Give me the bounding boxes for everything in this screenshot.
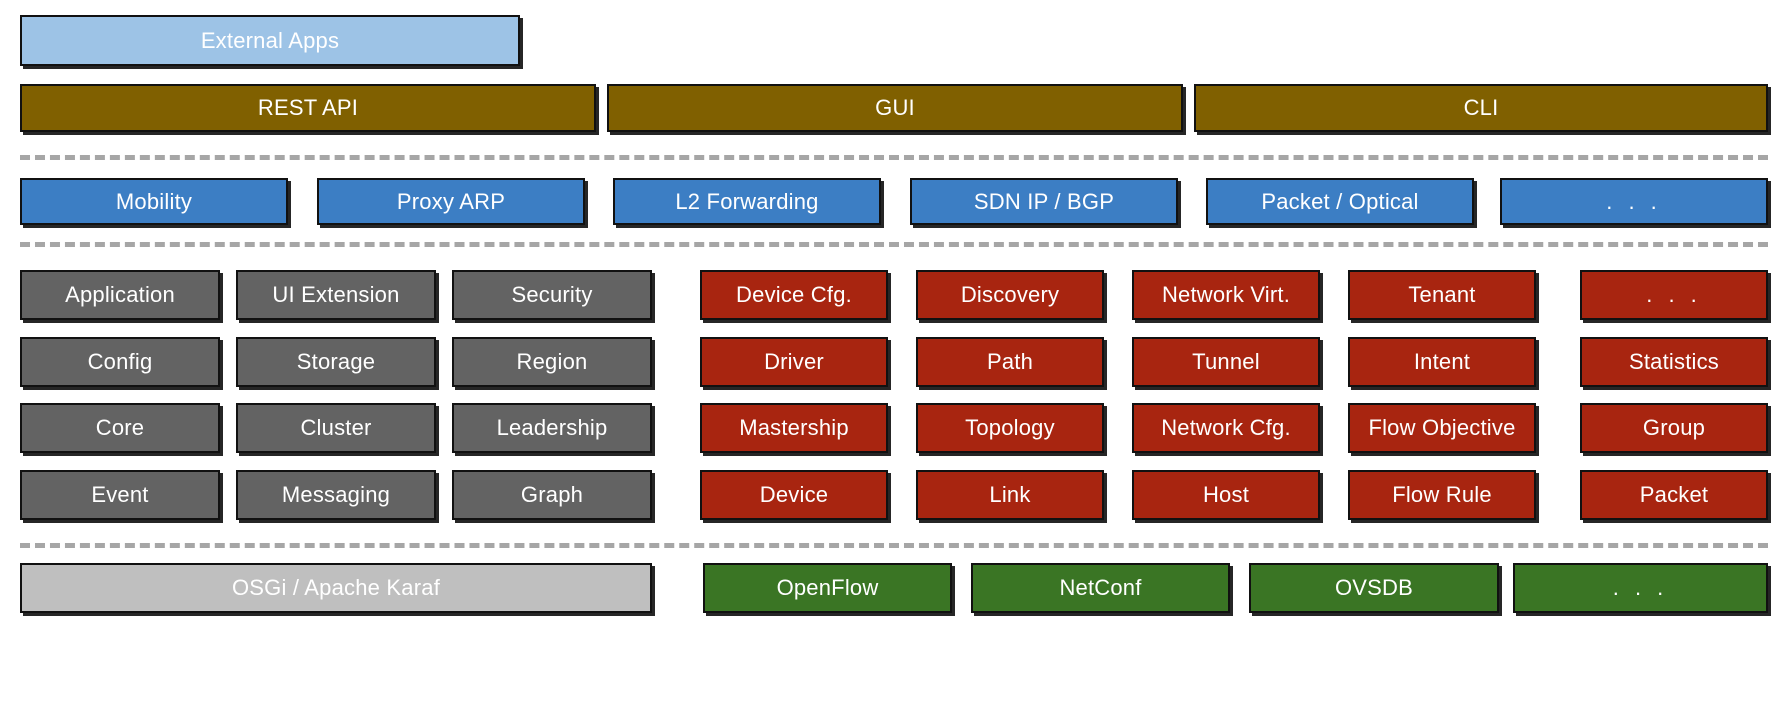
block-core-ui-extension[interactable]: UI Extension (236, 270, 436, 320)
block-label: SDN IP / BGP (973, 188, 1115, 214)
block-label: Link (989, 482, 1031, 507)
block-label: OSGi / Apache Karaf (231, 575, 441, 600)
block-label: Tenant (1408, 282, 1476, 307)
block-core-cluster[interactable]: Cluster (236, 403, 436, 453)
block-label: Mastership (739, 415, 849, 440)
block-label: Network Cfg. (1161, 415, 1291, 440)
block-app-sdn-ip-bgp[interactable]: SDN IP / BGP (910, 178, 1178, 225)
block-label: Packet (1639, 482, 1709, 507)
block-label: . . . (1606, 188, 1662, 214)
block-label: NetConf (1059, 575, 1142, 600)
block-label: Device Cfg. (736, 282, 852, 307)
block-label: . . . (1646, 282, 1702, 307)
block-label: CLI (1463, 95, 1499, 120)
block-core-link[interactable]: Link (916, 470, 1104, 520)
separator-applications-core (20, 242, 1768, 247)
block-core-network-cfg[interactable]: Network Cfg. (1132, 403, 1320, 453)
block-label: Path (986, 349, 1034, 374)
block-gui[interactable]: GUI (607, 84, 1183, 132)
block-app-mobility[interactable]: Mobility (20, 178, 288, 225)
block-core-application[interactable]: Application (20, 270, 220, 320)
block-app-proxy-arp[interactable]: Proxy ARP (317, 178, 585, 225)
block-label: Host (1202, 482, 1250, 507)
block-label: Network Virt. (1161, 282, 1291, 307)
block-core-more[interactable]: . . . (1580, 270, 1768, 320)
block-label: Driver (764, 349, 824, 374)
block-label: Discovery (960, 282, 1060, 307)
block-label: Proxy ARP (396, 188, 506, 214)
block-core-graph[interactable]: Graph (452, 470, 652, 520)
block-cli[interactable]: CLI (1194, 84, 1768, 132)
block-label: GUI (875, 95, 915, 120)
block-label: Storage (296, 349, 376, 374)
block-core-storage[interactable]: Storage (236, 337, 436, 387)
block-core-topology[interactable]: Topology (916, 403, 1104, 453)
block-core-event[interactable]: Event (20, 470, 220, 520)
block-core-group[interactable]: Group (1580, 403, 1768, 453)
block-label: L2 Forwarding (675, 188, 819, 214)
block-label: Graph (520, 482, 584, 507)
block-app-more[interactable]: . . . (1500, 178, 1768, 225)
block-label: External Apps (200, 27, 340, 53)
separator-core-platform (20, 543, 1768, 548)
block-core-leadership[interactable]: Leadership (452, 403, 652, 453)
block-label: Group (1642, 415, 1706, 440)
block-core-region[interactable]: Region (452, 337, 652, 387)
block-label: Intent (1413, 349, 1471, 374)
block-label: Flow Rule (1392, 482, 1492, 507)
block-protocol-more[interactable]: . . . (1513, 563, 1768, 613)
block-label: Event (91, 482, 149, 507)
block-core-network-virt[interactable]: Network Virt. (1132, 270, 1320, 320)
block-core-discovery[interactable]: Discovery (916, 270, 1104, 320)
block-label: Security (511, 282, 593, 307)
block-label: Device (759, 482, 829, 507)
block-platform-osgi-karaf[interactable]: OSGi / Apache Karaf (20, 563, 652, 613)
block-core-intent[interactable]: Intent (1348, 337, 1536, 387)
block-core-config[interactable]: Config (20, 337, 220, 387)
block-label: Mobility (115, 188, 193, 214)
block-core-flow-objective[interactable]: Flow Objective (1348, 403, 1536, 453)
block-label: OpenFlow (776, 575, 879, 600)
block-app-l2-forwarding[interactable]: L2 Forwarding (613, 178, 881, 225)
block-label: Messaging (281, 482, 391, 507)
block-core-tunnel[interactable]: Tunnel (1132, 337, 1320, 387)
block-label: Leadership (496, 415, 608, 440)
block-label: Core (95, 415, 145, 440)
block-core-statistics[interactable]: Statistics (1580, 337, 1768, 387)
block-label: Application (65, 282, 175, 307)
block-core-host[interactable]: Host (1132, 470, 1320, 520)
block-protocol-ovsdb[interactable]: OVSDB (1249, 563, 1499, 613)
block-label: UI Extension (272, 282, 400, 307)
block-core-packet[interactable]: Packet (1580, 470, 1768, 520)
block-protocol-netconf[interactable]: NetConf (971, 563, 1230, 613)
block-app-packet-optical[interactable]: Packet / Optical (1206, 178, 1474, 225)
block-label: Packet / Optical (1261, 188, 1419, 214)
block-label: Statistics (1628, 349, 1720, 374)
block-label: Config (87, 349, 153, 374)
block-label: Cluster (300, 415, 372, 440)
block-label: OVSDB (1334, 575, 1414, 600)
block-external-apps[interactable]: External Apps (20, 15, 520, 66)
block-core-core[interactable]: Core (20, 403, 220, 453)
block-label: Region (516, 349, 588, 374)
block-core-security[interactable]: Security (452, 270, 652, 320)
block-core-driver[interactable]: Driver (700, 337, 888, 387)
separator-interfaces-applications (20, 155, 1768, 160)
block-core-path[interactable]: Path (916, 337, 1104, 387)
block-label: REST API (257, 95, 359, 120)
block-rest-api[interactable]: REST API (20, 84, 596, 132)
block-core-tenant[interactable]: Tenant (1348, 270, 1536, 320)
block-core-device[interactable]: Device (700, 470, 888, 520)
block-core-mastership[interactable]: Mastership (700, 403, 888, 453)
block-core-flow-rule[interactable]: Flow Rule (1348, 470, 1536, 520)
block-core-device-cfg[interactable]: Device Cfg. (700, 270, 888, 320)
block-label: . . . (1612, 575, 1669, 600)
block-label: Tunnel (1192, 349, 1260, 374)
block-label: Flow Objective (1368, 415, 1516, 440)
block-label: Topology (965, 415, 1055, 440)
block-core-messaging[interactable]: Messaging (236, 470, 436, 520)
block-protocol-openflow[interactable]: OpenFlow (703, 563, 952, 613)
